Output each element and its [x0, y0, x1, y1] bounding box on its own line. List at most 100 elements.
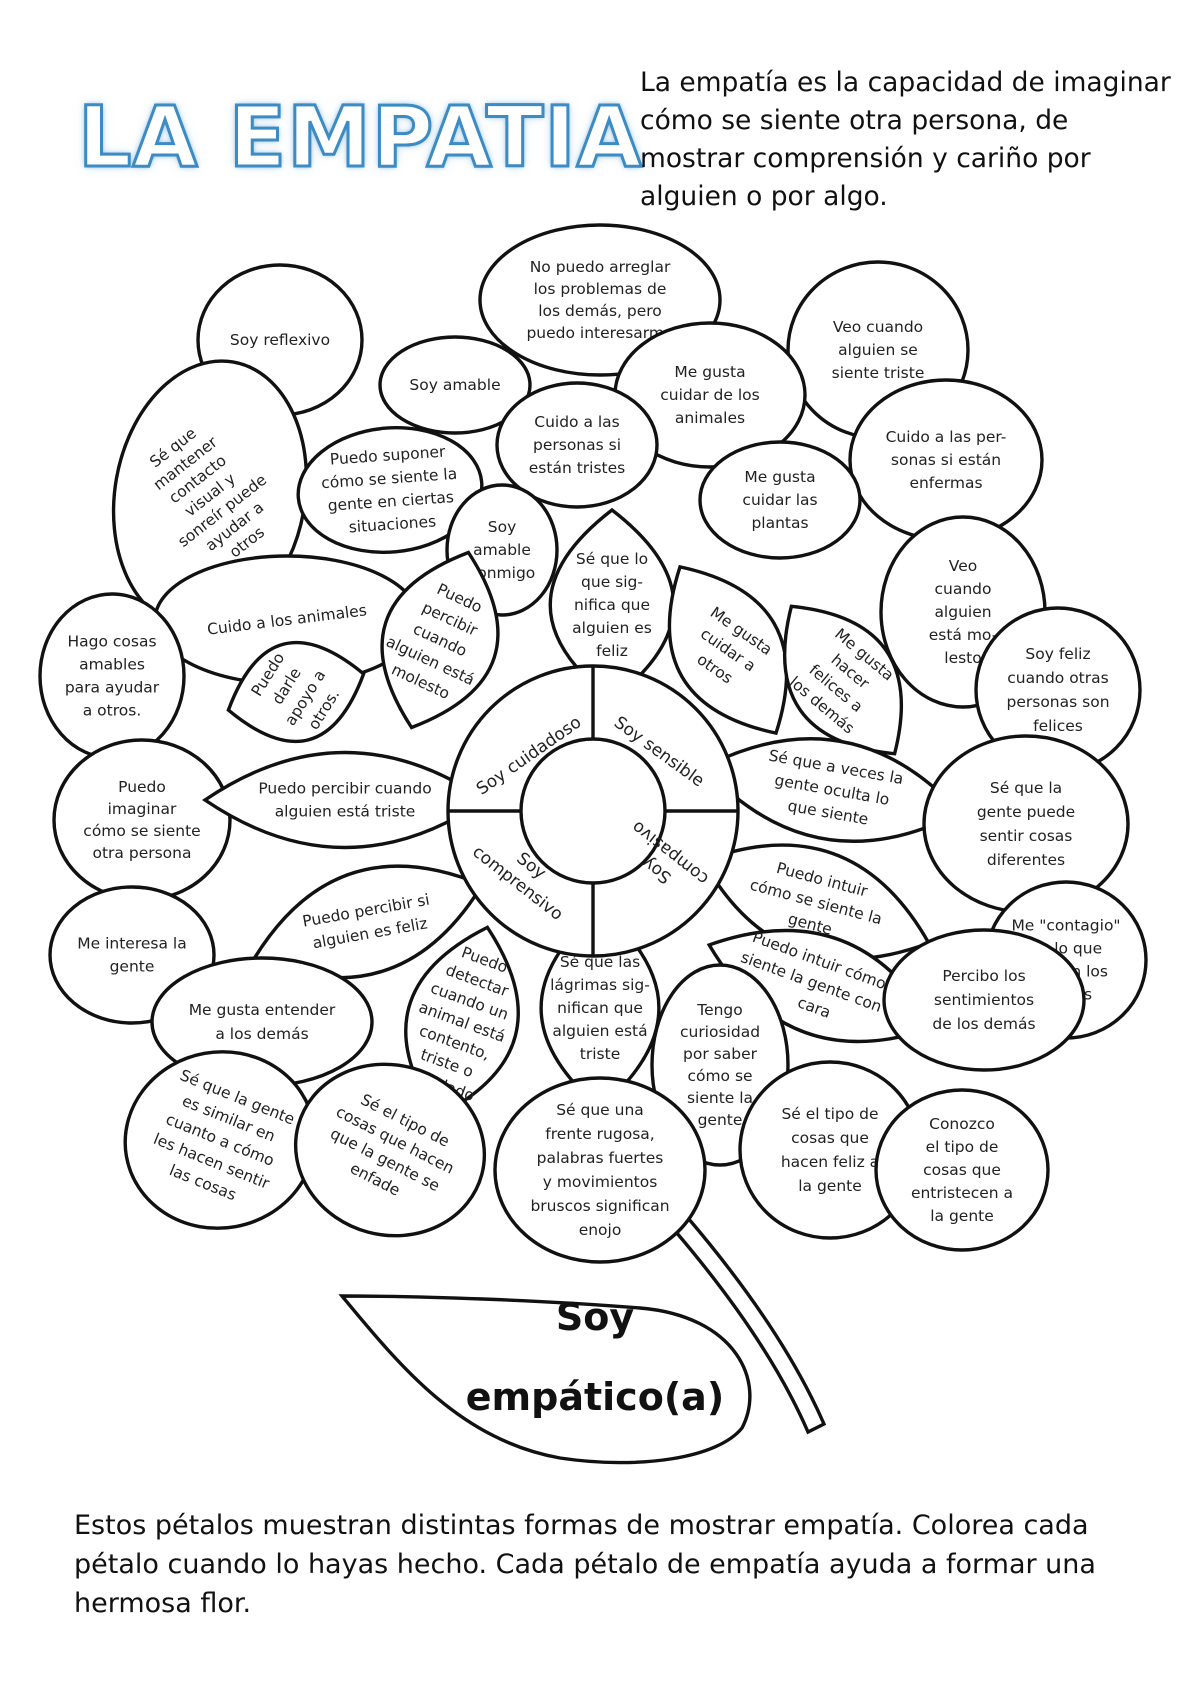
leaf-label-line-2: empático(a) [466, 1375, 724, 1419]
petal-text-line: Conozco [929, 1115, 995, 1133]
petal-text-line: Me gusta entender [189, 1001, 336, 1019]
petal-percibir-triste[interactable]: Puedo percibir cuando alguien está triste [201, 750, 489, 850]
petal-shape[interactable] [52, 738, 232, 902]
petal-text-line: enojo [579, 1221, 622, 1239]
petal-text-line: Me gusta [744, 468, 815, 486]
petal-text-line: cuidar las [742, 491, 817, 509]
petal-text-line: otra persona [93, 844, 192, 862]
petal-shape[interactable] [882, 928, 1086, 1072]
petal-text-line: para ayudar [65, 679, 160, 697]
petal-text-line: sonas si están [891, 451, 1001, 469]
petal-cuido-animales[interactable]: Cuido a los animales [153, 554, 421, 686]
petal-text-line: amable [473, 541, 531, 559]
petal-text: Soy amable conmigo [469, 518, 536, 582]
petal-text-line: gente [698, 1111, 743, 1129]
petal-text-line: Me "contagio" [1011, 917, 1120, 935]
petal-text-line: lágrimas sig- [550, 976, 650, 994]
petal-shape[interactable] [38, 592, 186, 760]
petal-darle-apoyo[interactable]: Puedodarleapoyo aotros. [216, 626, 377, 758]
petal-text-line: animales [675, 409, 745, 427]
petal-text-line: diferentes [987, 851, 1065, 869]
petal-shape[interactable] [698, 440, 862, 560]
petal-shape[interactable] [874, 1088, 1050, 1252]
petal-text-line: bruscos significan [530, 1197, 669, 1215]
petal-text-line: Soy feliz [1025, 645, 1090, 663]
petal-text: Sé quemantenercontactovisual ysonreír pu… [125, 408, 294, 583]
petal-shape[interactable] [493, 1076, 707, 1264]
petal-text-line: alguien está triste [275, 803, 416, 821]
petal-intuir-siente[interactable]: Puedo intuircómo se siente lagente [686, 813, 947, 991]
petal-text-line: personas son [1006, 693, 1109, 711]
petal-text-line: siente triste [832, 364, 925, 382]
petal-shape[interactable] [749, 576, 938, 783]
petal-text-line: por saber [683, 1045, 758, 1063]
petal-text-line: conmigo [469, 564, 536, 582]
petal-shape[interactable] [293, 420, 487, 560]
petal-shape[interactable] [634, 540, 822, 759]
petal-text-line: cómo se [687, 1067, 752, 1085]
petal-cosas-enfade[interactable]: Sé el tipo decosas que hacenque la gente… [276, 1043, 504, 1256]
petal-text-line: Cuido a las [534, 413, 620, 431]
petal-text-line: a otros. [83, 702, 142, 720]
petal-text-line: Soy [488, 518, 517, 536]
petal-text-line: enfermas [909, 474, 982, 492]
leaf [338, 1294, 752, 1465]
petal-gente-similar[interactable]: Sé que la gentees similar encuanto a cóm… [111, 1037, 329, 1243]
petal-text: Puedo percibir cuando alguien está triste [258, 780, 431, 821]
petal-shape[interactable] [495, 381, 659, 509]
petal-text-line: Puedo percibir cuando [258, 780, 431, 798]
petal-intuir-cara[interactable]: Puedo intuir cómo sesiente la gente con … [692, 899, 951, 1074]
petal-shape[interactable] [922, 734, 1130, 914]
petal-text-line: la gente [798, 1177, 862, 1195]
petal-hacer-felices[interactable]: Me gustahacerfelices alos demás [749, 576, 938, 783]
petal-text-line: sentir cosas [980, 827, 1073, 845]
petal-cuidar-otros[interactable]: Me gustacuidar aotros [634, 540, 822, 759]
center-disc: Soy cuidadoso Soy sensible Soy comprensi… [446, 664, 740, 958]
petal-percibir-molesto[interactable]: Puedopercibircuandoalguien estámolesto [357, 535, 522, 745]
petal-shape[interactable] [216, 626, 377, 758]
petal-text-line: están tristes [529, 459, 625, 477]
petal-text-line: Hago cosas [67, 633, 156, 651]
petal-shape[interactable] [276, 1043, 504, 1256]
petal-shape[interactable] [378, 335, 532, 435]
petal-text-line: Veo [949, 557, 977, 575]
petal-shape[interactable] [201, 750, 489, 850]
petal-soy-amable[interactable]: Soy amable [378, 335, 532, 435]
petal-text-line: palabras fuertes [537, 1149, 664, 1167]
petal-text-line: cosas que [923, 1161, 1001, 1179]
petal-text-line: cosas que [791, 1129, 869, 1147]
page-title: LA EMPATIA [77, 87, 644, 188]
petal-shape[interactable] [357, 535, 522, 745]
petal-text-line: y movimientos [543, 1173, 658, 1191]
petal-text-line: lesto [944, 649, 981, 667]
petal-text-line: Me interesa la [77, 935, 186, 953]
petal-puedo-suponer[interactable]: Puedo suponercómo se siente lagente en c… [293, 420, 487, 560]
petal-oculta-siente[interactable]: Sé que a veces lagente oculta loque sien… [695, 719, 968, 861]
empathy-definition: La empatía es la capacidad de imaginar c… [640, 67, 1171, 212]
